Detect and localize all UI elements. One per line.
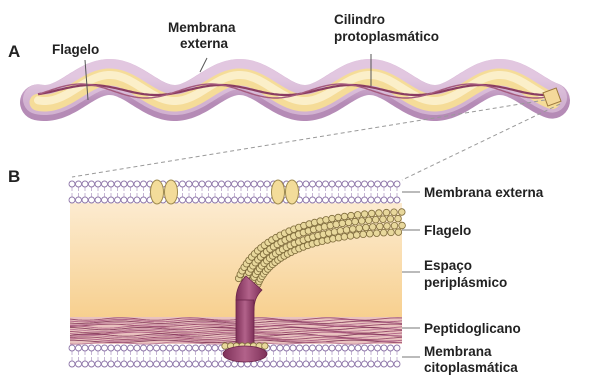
label-membrana-externa-a2: externa xyxy=(180,36,229,51)
label-cilindro-2: protoplasmático xyxy=(334,29,439,44)
label-flagelo-b: Flagelo xyxy=(424,223,471,238)
outer-membrane xyxy=(69,181,400,203)
label-membrana-citoplasmatica-2: citoplasmática xyxy=(424,360,518,375)
label-peptidoglicano: Peptidoglicano xyxy=(424,321,521,336)
label-membrana-externa-b: Membrana externa xyxy=(424,185,544,200)
panel-label-a: A xyxy=(8,42,20,61)
label-cilindro-1: Cilindro xyxy=(334,12,385,27)
flagellum-rod xyxy=(236,300,254,348)
label-membrana-externa-a1: Membrana xyxy=(168,20,236,35)
cell-envelope-section xyxy=(69,180,405,367)
label-espaco-1: Espaço xyxy=(424,258,472,273)
panel-label-b: B xyxy=(8,167,20,186)
leaders-b xyxy=(402,192,420,357)
label-membrana-citoplasmatica-1: Membrana xyxy=(424,344,492,359)
label-flagelo-a: Flagelo xyxy=(52,42,99,57)
spirochete-cell xyxy=(38,74,561,106)
label-espaco-2: periplásmico xyxy=(424,275,507,290)
basal-disc xyxy=(223,346,267,362)
